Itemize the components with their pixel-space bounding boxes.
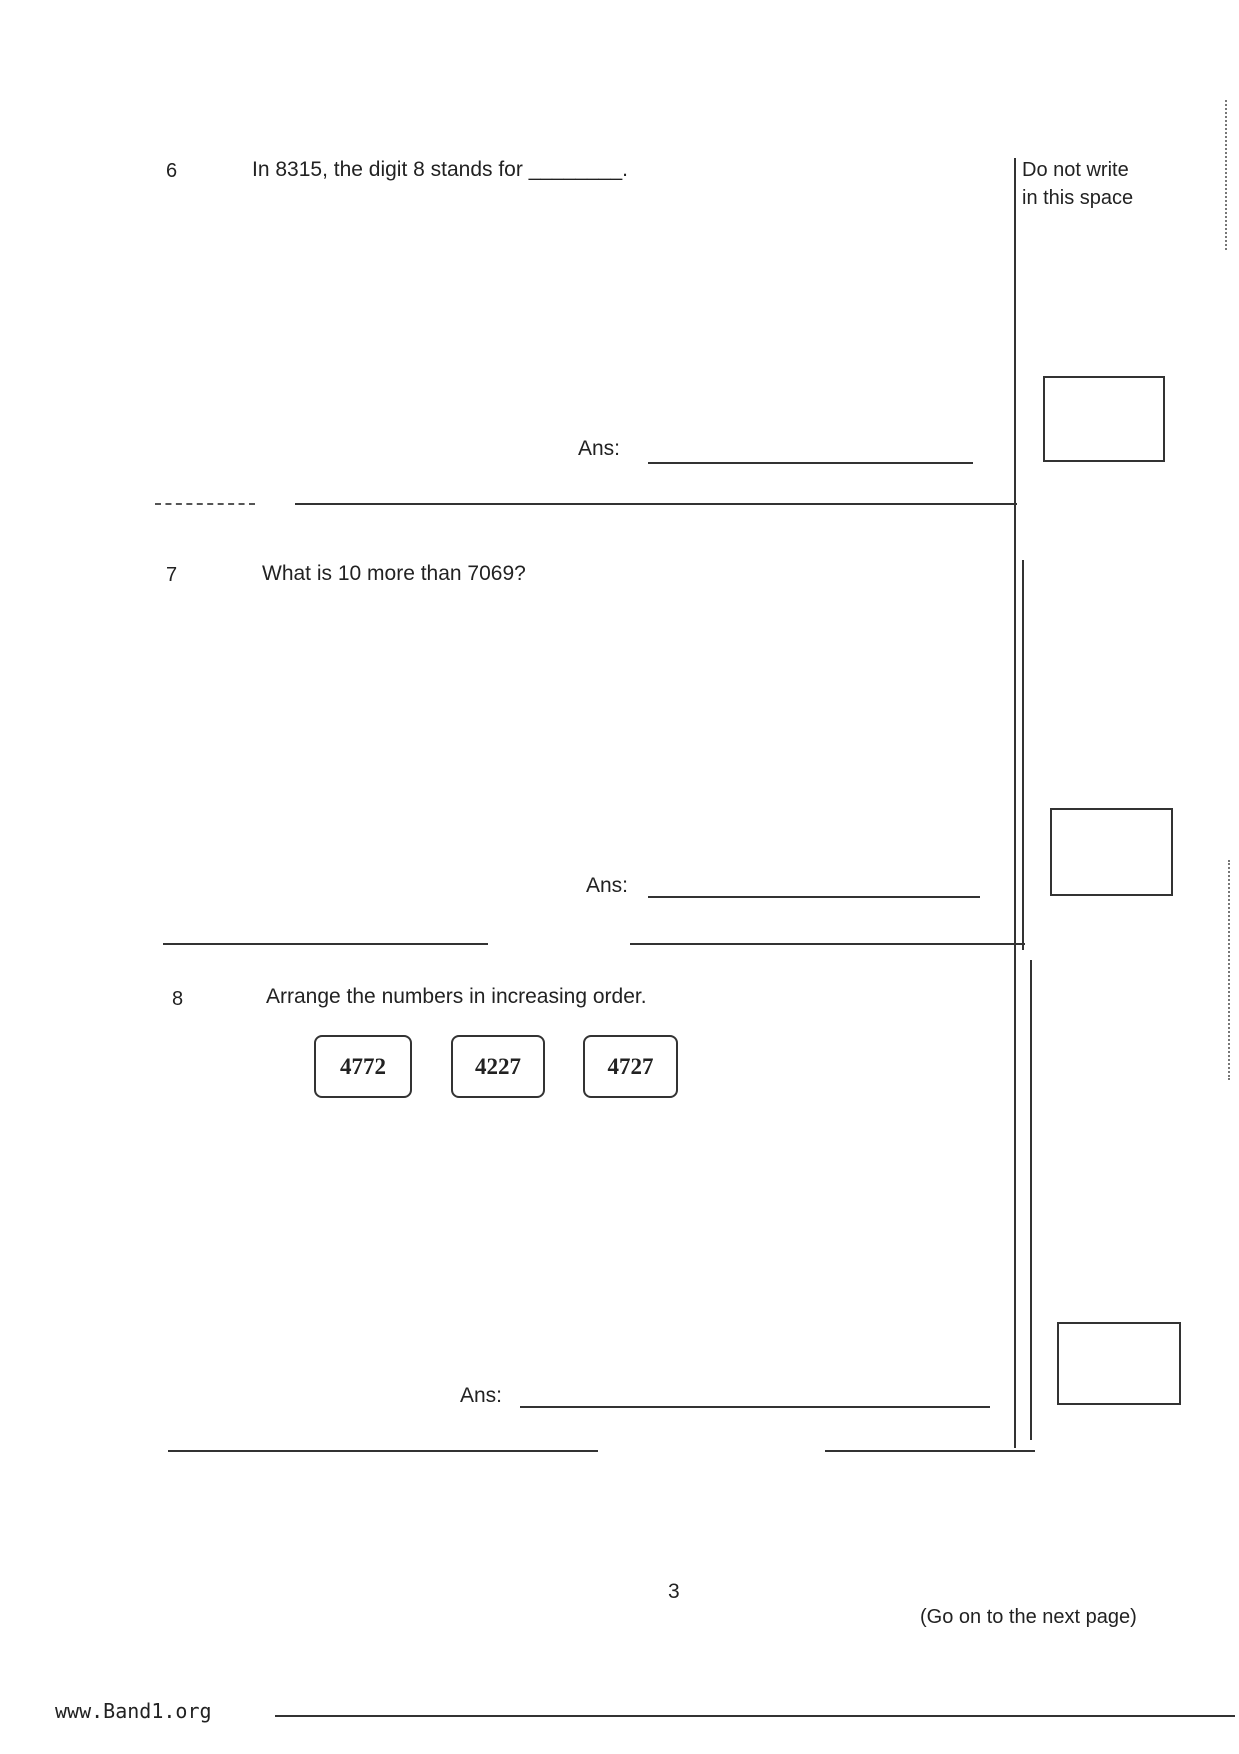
question-text: What is 10 more than 7069? (262, 562, 526, 585)
continue-note: (Go on to the next page) (920, 1606, 1137, 1628)
question-number: 6 (166, 160, 178, 182)
question-6-text: In 8315, the digit 8 stands for (252, 158, 523, 181)
question-number: 8 (172, 988, 184, 1010)
marks-box (1057, 1322, 1181, 1405)
margin-note: Do not write in this space (1022, 156, 1133, 212)
margin-note-line1: Do not write (1022, 159, 1129, 181)
answer-label: Ans: (578, 437, 621, 460)
section-divider (630, 943, 1025, 945)
section-divider (163, 943, 488, 945)
answer-line[interactable] (648, 462, 973, 464)
number-card: 4727 (583, 1035, 678, 1098)
margin-divider (1014, 158, 1016, 1448)
section-divider (295, 503, 1017, 505)
marks-box (1050, 808, 1173, 896)
website-footer: www.Band1.org (55, 1699, 212, 1723)
question-text: In 8315, the digit 8 stands for ________… (252, 158, 628, 182)
margin-divider (1030, 960, 1032, 1440)
answer-label: Ans: (586, 874, 629, 897)
answer-label: Ans: (460, 1384, 503, 1407)
scan-edge-line (1228, 860, 1230, 1080)
marks-box (1043, 376, 1165, 462)
page-number: 3 (668, 1580, 680, 1603)
section-divider (155, 503, 255, 505)
answer-line[interactable] (520, 1406, 990, 1408)
answer-line[interactable] (648, 896, 980, 898)
section-divider (168, 1450, 598, 1452)
margin-note-line2: in this space (1022, 187, 1134, 209)
section-divider (825, 1450, 1035, 1452)
scan-edge-line (1225, 100, 1227, 250)
question-text: Arrange the numbers in increasing order. (266, 985, 647, 1008)
question-number: 7 (166, 564, 178, 586)
number-card: 4227 (451, 1035, 545, 1098)
number-card: 4772 (314, 1035, 412, 1098)
footer-rule (275, 1715, 1235, 1717)
margin-divider (1022, 560, 1024, 950)
fill-blank[interactable]: ________. (528, 158, 628, 181)
